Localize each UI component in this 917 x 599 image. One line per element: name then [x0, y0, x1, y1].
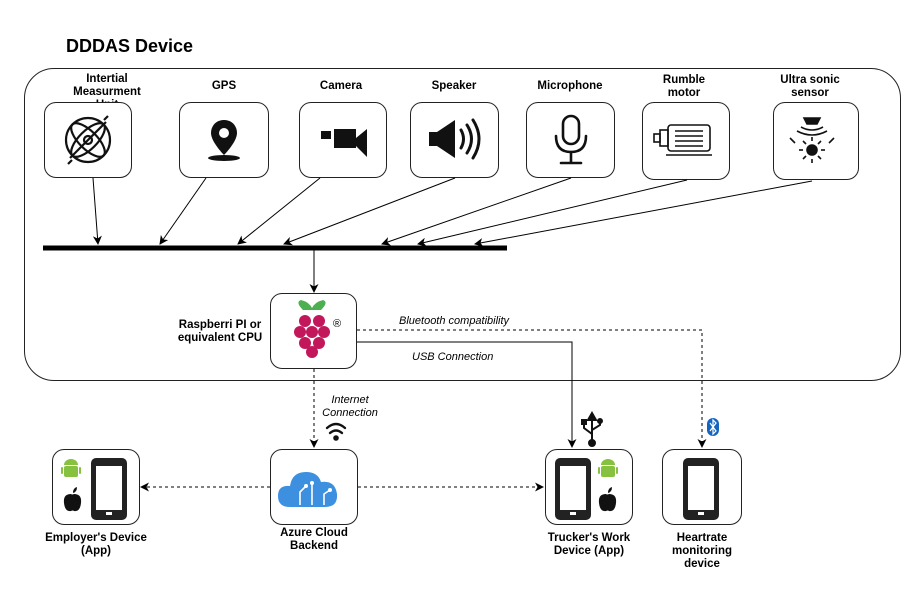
- bluetooth-icon: [707, 418, 719, 436]
- ultrasonic-sensor-icon: [789, 117, 835, 163]
- internet-connection-label: Internet Connection: [322, 394, 378, 419]
- video-camera-icon: [321, 129, 367, 157]
- heartrate-phone-icon: [683, 458, 719, 520]
- gps-to-bus-arrow: [159, 177, 207, 245]
- sensor-label-rumble-motor: Rumble motor: [662, 74, 706, 99]
- sensor-box-ultrasonic: [773, 102, 859, 180]
- bluetooth-connection-arrow: [357, 329, 707, 448]
- cloud-backend-label: Azure Cloud Backend: [280, 527, 348, 552]
- microphone-to-bus-arrow: [381, 177, 572, 246]
- heartrate-device-label: Heartrate monitoring device: [671, 532, 733, 570]
- trucker-android-icon: [598, 459, 618, 477]
- motor-icon: [653, 124, 712, 156]
- employer-phone-icon: [91, 458, 127, 520]
- usb-icon: [581, 410, 603, 447]
- wifi-icon: [325, 422, 347, 441]
- page-title: DDDAS Device: [66, 36, 194, 56]
- raspberry-pi-icon: [294, 300, 330, 358]
- sensor-box-microphone: [526, 102, 615, 178]
- motor-to-bus-arrow: [417, 179, 688, 247]
- speaker-icon: [429, 118, 481, 160]
- employer-apple-icon: [63, 487, 82, 512]
- gyroscope-icon: [64, 115, 112, 165]
- employer-device-label: Employer's Device (App): [45, 532, 147, 557]
- sensor-label-microphone: Microphone: [537, 80, 603, 92]
- usb-connection-arrow: [357, 341, 577, 448]
- location-pin-icon: [208, 120, 240, 161]
- camera-to-bus-arrow: [237, 177, 321, 245]
- imu-to-bus-arrow: [92, 177, 102, 245]
- sensor-label-speaker: Speaker: [431, 80, 477, 92]
- trucker-phone-icon: [555, 458, 591, 520]
- usb-connection-label: USB Connection: [412, 351, 494, 363]
- dddas-device-container: [24, 68, 901, 381]
- cloud-icon: [278, 472, 338, 507]
- speaker-to-bus-arrow: [283, 177, 456, 246]
- registered-mark: ®: [333, 318, 341, 330]
- sensor-label-gps: GPS: [211, 80, 237, 92]
- trucker-device-label: Trucker's Work Device (App): [547, 532, 631, 557]
- trucker-apple-icon: [598, 487, 617, 512]
- bluetooth-connection-label: Bluetooth compatibility: [399, 315, 510, 327]
- microphone-icon: [554, 114, 588, 165]
- ultrasonic-to-bus-arrow: [474, 180, 813, 247]
- sensor-label-camera: Camera: [319, 80, 363, 92]
- sensor-label-ultrasonic: Ultra sonic sensor: [780, 74, 840, 99]
- cpu-label: Raspberri PI or equivalent CPU: [177, 319, 263, 344]
- employer-android-icon: [61, 459, 81, 477]
